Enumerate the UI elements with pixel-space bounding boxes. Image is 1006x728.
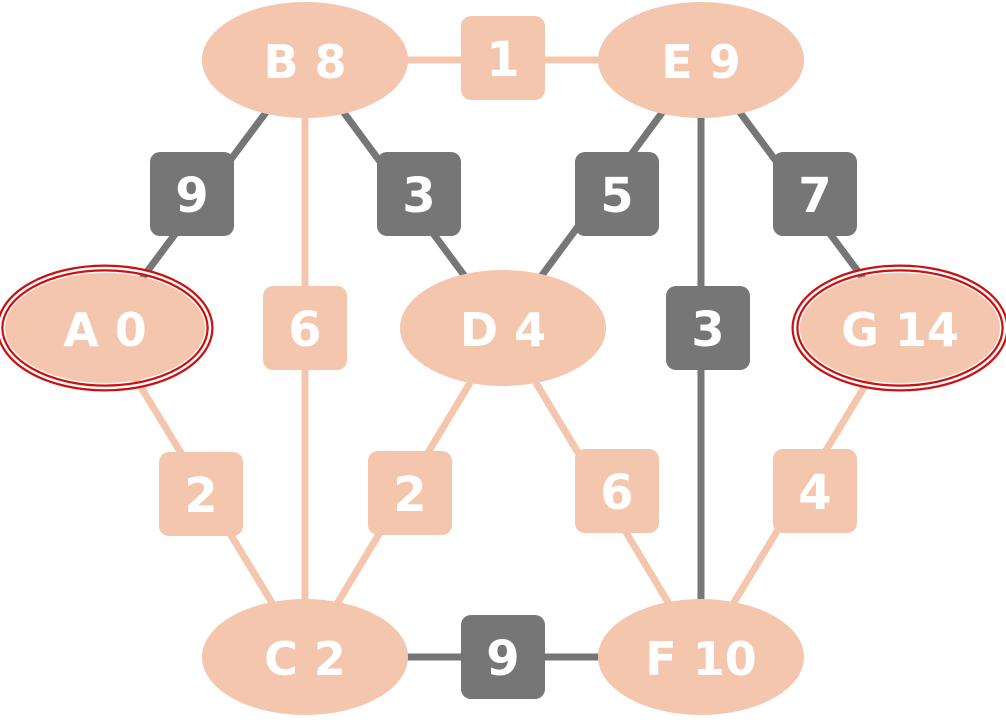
weight-box <box>773 152 857 236</box>
node-f: F 10 <box>598 599 804 715</box>
node-a: A 0 <box>0 264 214 392</box>
node-shape <box>598 2 804 118</box>
edge-weight-e-f: 3 <box>666 286 750 370</box>
weight-box <box>666 286 750 370</box>
weight-label: 6 <box>600 465 633 521</box>
node-label: B 8 <box>263 35 346 89</box>
weight-box <box>461 16 545 100</box>
node-shape <box>5 273 205 383</box>
node-label: D 4 <box>460 303 546 357</box>
node-label: F 10 <box>645 632 756 686</box>
node-shape <box>202 599 408 715</box>
weight-label: 4 <box>798 465 831 521</box>
node-g: G 14 <box>791 264 1006 392</box>
weights-layer: 9 2 6 3 1 2 9 5 6 3 7 4 <box>150 16 857 699</box>
weight-box <box>377 152 461 236</box>
weight-label: 5 <box>600 168 633 224</box>
weight-box <box>150 152 234 236</box>
weight-label: 9 <box>486 631 519 687</box>
edge-weight-c-d: 2 <box>368 451 452 535</box>
weight-box <box>575 152 659 236</box>
weight-box <box>159 452 243 536</box>
node-label: C 2 <box>264 632 346 686</box>
weight-label: 3 <box>691 302 724 358</box>
edge-weight-d-f: 6 <box>575 449 659 533</box>
edge-weight-b-e: 1 <box>461 16 545 100</box>
nodes-layer: A 0 B 8 C 2 D 4 E 9 F 10 G 14 <box>0 2 1006 715</box>
node-c: C 2 <box>202 599 408 715</box>
weight-label: 7 <box>798 168 831 224</box>
edge-weight-d-e: 5 <box>575 152 659 236</box>
weight-box <box>263 286 347 370</box>
node-label: G 14 <box>841 303 959 357</box>
edge-weight-b-d: 3 <box>377 152 461 236</box>
edge-weight-a-b: 9 <box>150 152 234 236</box>
node-label: E 9 <box>661 35 740 89</box>
weight-box <box>368 451 452 535</box>
weight-box <box>461 615 545 699</box>
weight-box <box>773 449 857 533</box>
weight-label: 2 <box>393 467 426 523</box>
node-shape <box>400 270 606 386</box>
weight-label: 1 <box>486 32 519 88</box>
edge-weight-f-g: 4 <box>773 449 857 533</box>
node-e: E 9 <box>598 2 804 118</box>
weight-label: 9 <box>175 168 208 224</box>
weight-box <box>575 449 659 533</box>
node-d: D 4 <box>400 270 606 386</box>
endpoint-ring-gap <box>0 266 212 390</box>
weight-label: 2 <box>184 468 217 524</box>
edge-weight-e-g: 7 <box>773 152 857 236</box>
edge-weight-b-c: 6 <box>263 286 347 370</box>
weight-label: 3 <box>402 168 435 224</box>
endpoint-ring-gap <box>793 266 1006 390</box>
node-shape <box>598 599 804 715</box>
node-shape <box>202 2 408 118</box>
node-label: A 0 <box>63 303 147 357</box>
node-shape <box>800 273 1000 383</box>
edge-weight-a-c: 2 <box>159 452 243 536</box>
node-b: B 8 <box>202 2 408 118</box>
weight-label: 6 <box>288 302 321 358</box>
edge-weight-c-f: 9 <box>461 615 545 699</box>
